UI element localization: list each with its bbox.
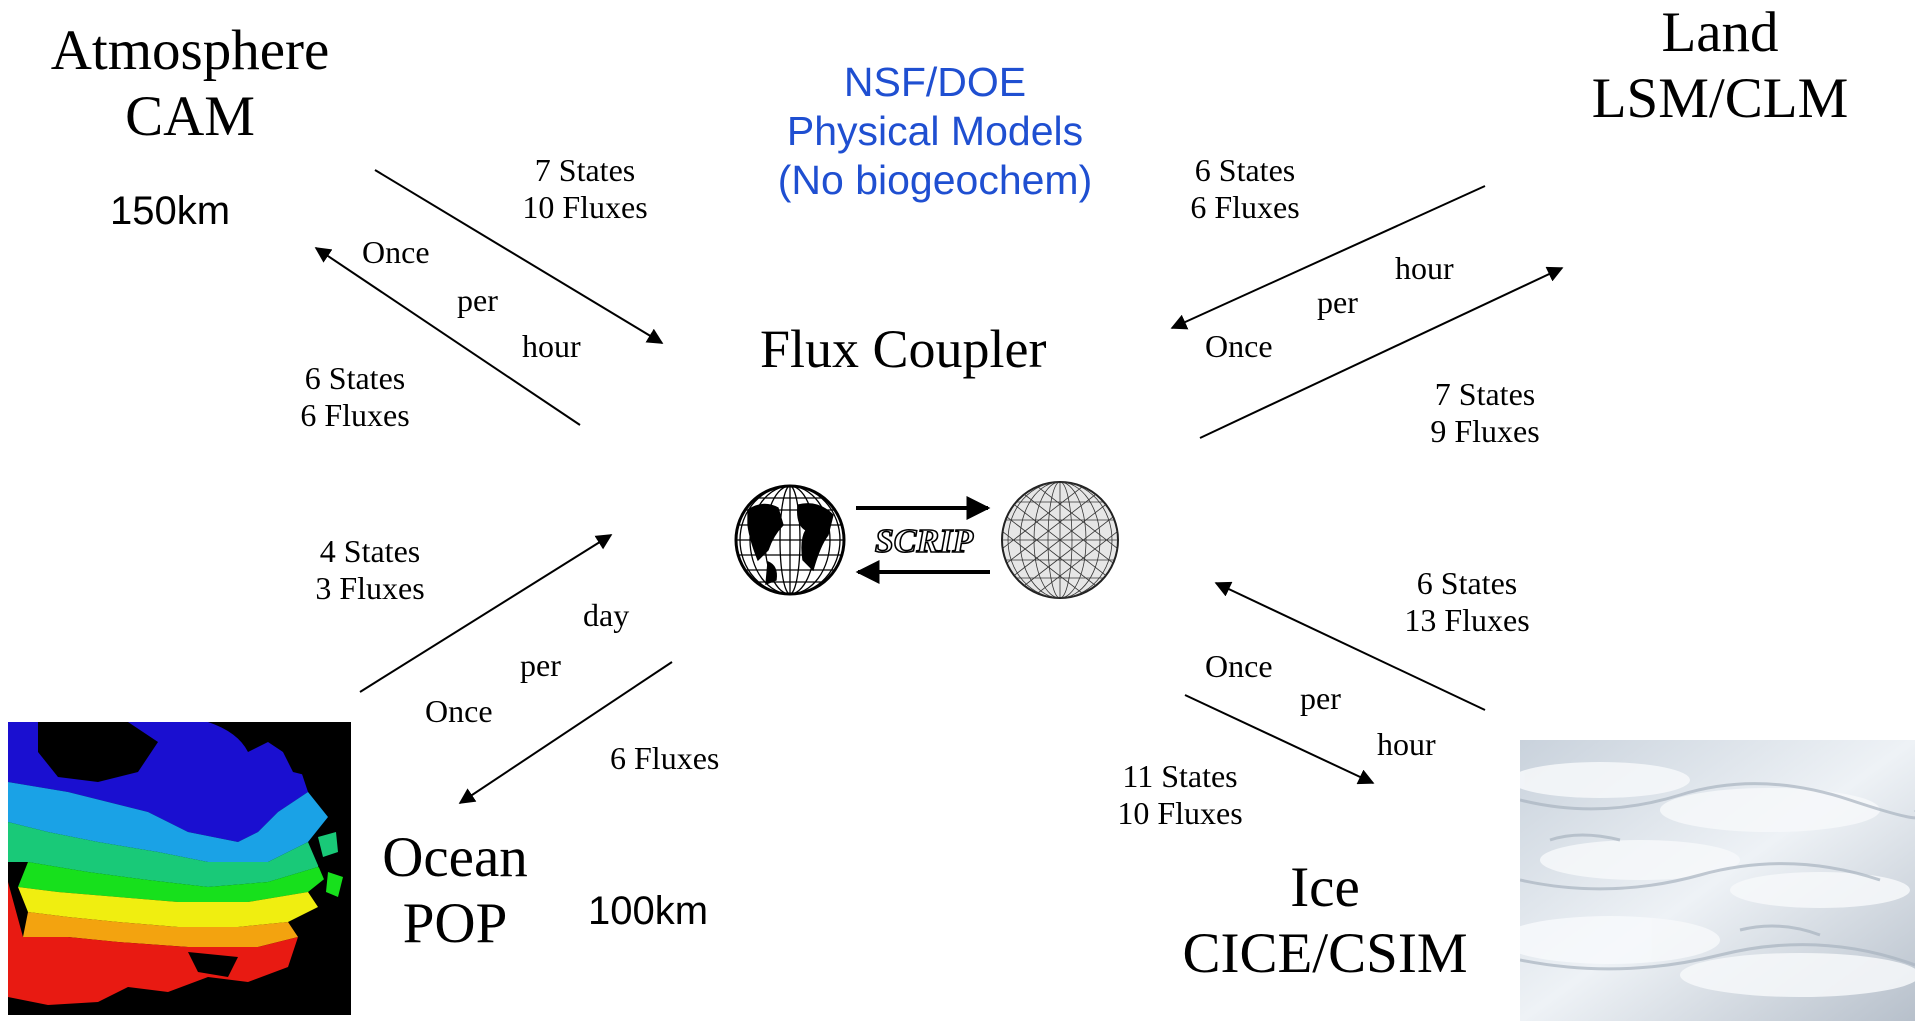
land-freq-per: per: [1317, 284, 1358, 321]
coupler-to-ice-label: 11 States 10 Fluxes: [1095, 758, 1265, 832]
ice-freq-per: per: [1300, 680, 1341, 717]
header-line-1: NSF/DOE: [735, 58, 1135, 107]
ocean-to-coupler-fluxes: 3 Fluxes: [285, 570, 455, 607]
ocean-freq-day: day: [583, 597, 629, 634]
scrip-label: SCRIP: [875, 523, 973, 560]
coupler-to-atm-states: 6 States: [270, 360, 440, 397]
land-title: Land LSM/CLM: [1560, 0, 1880, 131]
atmosphere-title: Atmosphere CAM: [25, 18, 355, 149]
coupler-to-ice-fluxes: 10 Fluxes: [1095, 795, 1265, 832]
atm-to-coupler-label: 7 States 10 Fluxes: [500, 152, 670, 226]
land-model: LSM/CLM: [1560, 66, 1880, 132]
atmosphere-model: CAM: [25, 84, 355, 150]
ice-freq-once: Once: [1205, 648, 1273, 685]
atm-freq-hour: hour: [522, 328, 581, 365]
center-header: NSF/DOE Physical Models (No biogeochem): [735, 58, 1135, 206]
header-line-3: (No biogeochem): [735, 156, 1135, 205]
land-to-coupler-fluxes: 6 Fluxes: [1160, 189, 1330, 226]
atmosphere-name: Atmosphere: [25, 18, 355, 84]
land-to-coupler-label: 6 States 6 Fluxes: [1160, 152, 1330, 226]
ocean-freq-once: Once: [425, 693, 493, 730]
ice-freq-hour: hour: [1377, 726, 1436, 763]
geodesic-globe-icon: [998, 480, 1122, 610]
atm-freq-per: per: [457, 282, 498, 319]
ice-model: CICE/CSIM: [1160, 921, 1490, 987]
ocean-freq-per: per: [520, 647, 561, 684]
ocean-model: POP: [360, 891, 550, 957]
land-freq-hour: hour: [1395, 250, 1454, 287]
scrip-svg: SCRIP: [728, 480, 1128, 610]
ocean-map-svg: [8, 722, 351, 1015]
ice-to-coupler-states: 6 States: [1382, 565, 1552, 602]
coupler-to-atm-label: 6 States 6 Fluxes: [270, 360, 440, 434]
ice-photo-svg: [1520, 740, 1915, 1021]
atm-freq-once: Once: [362, 234, 430, 271]
latlon-globe-icon: [733, 486, 848, 594]
ocean-title: Ocean POP: [360, 825, 550, 956]
ocean-to-coupler-states: 4 States: [285, 533, 455, 570]
land-to-coupler-states: 6 States: [1160, 152, 1330, 189]
coupler-to-land-label: 7 States 9 Fluxes: [1400, 376, 1570, 450]
sea-ice-photo-image: [1520, 740, 1915, 1021]
coupler-to-land-states: 7 States: [1400, 376, 1570, 413]
atm-to-coupler-fluxes: 10 Fluxes: [500, 189, 670, 226]
ocean-to-coupler-label: 4 States 3 Fluxes: [285, 533, 455, 607]
ocean-temperature-map-image: [8, 722, 351, 1015]
coupler-to-ice-states: 11 States: [1095, 758, 1265, 795]
flux-coupler-label: Flux Coupler: [760, 318, 1047, 380]
coupler-to-land-fluxes: 9 Fluxes: [1400, 413, 1570, 450]
coupler-to-ocean-label: 6 Fluxes: [610, 740, 719, 777]
ice-to-coupler-label: 6 States 13 Fluxes: [1382, 565, 1552, 639]
ice-name: Ice: [1160, 855, 1490, 921]
land-freq-once: Once: [1205, 328, 1273, 365]
arrow-coupler-to-ocean: [460, 662, 672, 803]
atmosphere-resolution: 150km: [110, 188, 230, 234]
header-line-2: Physical Models: [735, 107, 1135, 156]
ice-title: Ice CICE/CSIM: [1160, 855, 1490, 986]
ocean-resolution: 100km: [588, 888, 708, 934]
land-name: Land: [1560, 0, 1880, 66]
atm-to-coupler-states: 7 States: [500, 152, 670, 189]
ocean-name: Ocean: [360, 825, 550, 891]
ice-to-coupler-fluxes: 13 Fluxes: [1382, 602, 1552, 639]
coupler-to-atm-fluxes: 6 Fluxes: [270, 397, 440, 434]
scrip-graphic: SCRIP: [728, 480, 1128, 610]
